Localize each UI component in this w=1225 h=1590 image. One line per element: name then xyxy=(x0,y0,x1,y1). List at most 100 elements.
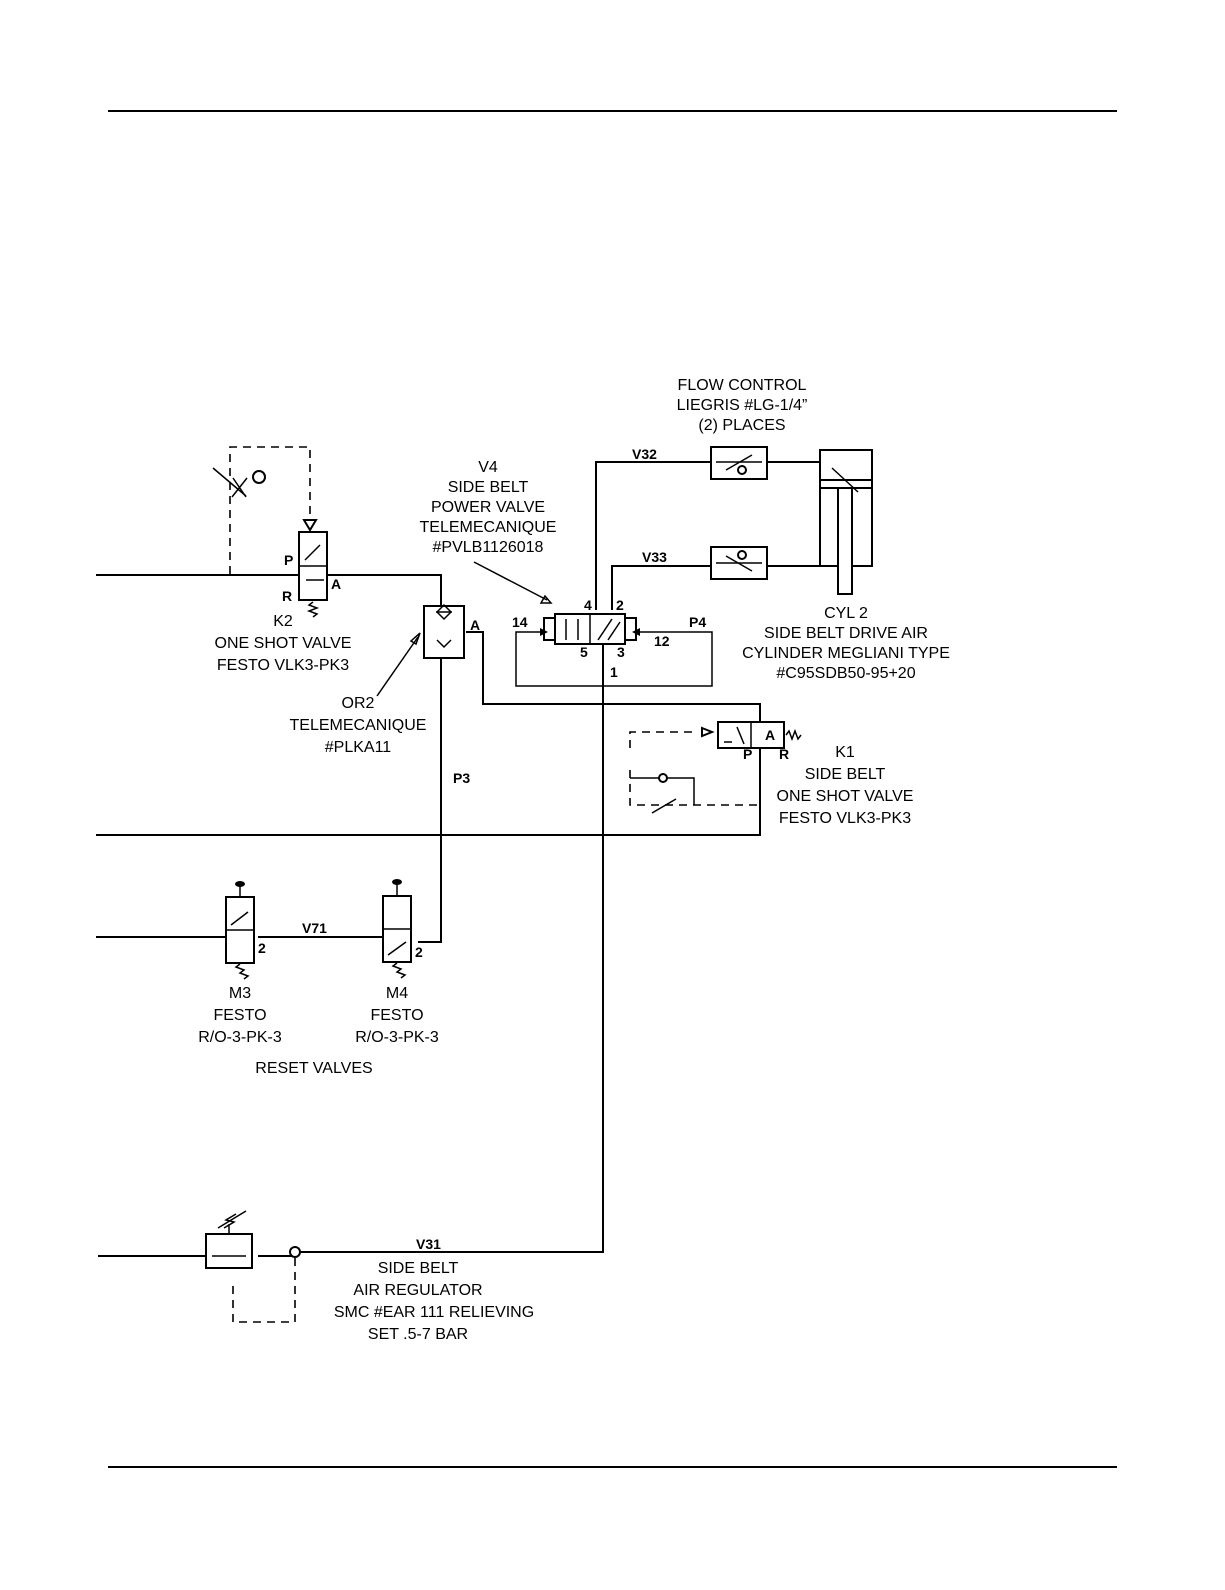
regulator-feedback-dash xyxy=(232,1258,296,1323)
m4-part: R/O-3-PK-3 xyxy=(355,1029,439,1046)
m4-spring-icon xyxy=(391,962,407,979)
m4-flow xyxy=(387,941,407,956)
k2-label: K2 xyxy=(273,613,293,630)
k1-restrictor-arrow xyxy=(651,798,677,814)
k1-part: FESTO VLK3-PK3 xyxy=(779,810,911,827)
line-v32 xyxy=(595,461,711,610)
line-or2-k1 xyxy=(466,631,761,722)
k2-pilot-arrow xyxy=(302,519,318,532)
v4-port-2: 2 xyxy=(616,597,624,613)
k2-valve: P R A xyxy=(212,446,341,618)
flow-control-2 xyxy=(710,546,768,580)
k1-pilot-dash xyxy=(629,731,698,748)
v4-label: V4 xyxy=(478,459,498,476)
or2-body xyxy=(423,605,465,659)
flow-control-1-arrow xyxy=(725,454,753,471)
v4-valve: 14 4 2 5 3 12 1 P4 xyxy=(512,597,706,680)
v4-pilot-arrow-right xyxy=(632,628,640,636)
m3-part: R/O-3-PK-3 xyxy=(198,1029,282,1046)
flow-control-2-check xyxy=(737,550,747,560)
flow-control-1 xyxy=(710,446,768,480)
m3-valve: 2 xyxy=(225,881,266,980)
line-pilot-loop xyxy=(515,631,713,687)
or2-leader-arrow xyxy=(409,632,421,646)
k1-label: K1 xyxy=(835,744,855,761)
k2-port-a: A xyxy=(331,576,341,592)
v4-leader xyxy=(473,561,548,601)
v4-pilot-left xyxy=(543,617,556,641)
v4-flow-d xyxy=(607,621,621,641)
cyl2-desc: SIDE BELT DRIVE AIR xyxy=(764,625,928,642)
m3-spring-icon xyxy=(234,963,250,980)
v4-pilot-right xyxy=(624,617,637,641)
k1-spring-icon xyxy=(785,728,802,742)
v4-desc-1: SIDE BELT xyxy=(448,479,529,496)
m3-button-icon xyxy=(235,881,245,887)
label-p3: P3 xyxy=(453,770,470,786)
k2-port-r: R xyxy=(282,588,292,604)
flow-control-part: LIEGRIS #LG-1/4” xyxy=(677,397,808,414)
regulator-adjust-arrow xyxy=(217,1210,247,1229)
m4-port-2: 2 xyxy=(415,944,423,960)
v4-port-3: 3 xyxy=(617,644,625,660)
k1-valve: A P R xyxy=(629,721,802,814)
regulator-desc: AIR REGULATOR xyxy=(353,1282,482,1299)
k1-flow xyxy=(736,726,745,745)
air-regulator: V31 xyxy=(205,1210,441,1323)
regulator-part: SMC #EAR 111 RELIEVING xyxy=(334,1304,534,1321)
m4-maker: FESTO xyxy=(370,1007,423,1024)
or2-desc: TELEMECANIQUE xyxy=(290,717,427,734)
m4-button-icon xyxy=(392,879,402,885)
cyl2-rod xyxy=(837,487,853,595)
k2-restrictor-arrow xyxy=(212,467,247,497)
k1-port-p: P xyxy=(743,746,752,762)
k2-pilot-dash xyxy=(229,446,311,574)
air-lines xyxy=(96,461,820,1257)
reset-valves-label: RESET VALVES xyxy=(255,1060,372,1077)
m3-maker: FESTO xyxy=(213,1007,266,1024)
v4-port-4: 4 xyxy=(584,597,592,613)
or2-seat-2 xyxy=(436,639,452,649)
m3-flow xyxy=(230,911,249,926)
line-v31 xyxy=(301,642,604,1253)
v4-part: #PVLB1126018 xyxy=(433,539,544,556)
cyl2-cushion xyxy=(831,467,859,493)
k1-desc: SIDE BELT xyxy=(805,766,886,783)
v4-port-1: 1 xyxy=(610,664,618,680)
cyl2-type: CYLINDER MEGLIANI TYPE xyxy=(742,645,950,662)
label-v32: V32 xyxy=(632,446,657,462)
v4-port-14: 14 xyxy=(512,614,528,630)
or2-leader xyxy=(376,636,419,697)
k1-pilot-arrow xyxy=(701,726,715,738)
v4-leader-arrow xyxy=(539,594,553,604)
regulator-label: SIDE BELT xyxy=(378,1260,459,1277)
k1-check-ball xyxy=(658,773,668,783)
m3-port-2: 2 xyxy=(258,940,266,956)
label-v71: V71 xyxy=(302,920,327,936)
cyl2-part: #C95SDB50-95+20 xyxy=(776,665,915,682)
k1-pilot-dash-2 xyxy=(629,770,760,806)
m4-valve: 2 xyxy=(382,879,423,979)
or2-part: #PLKA11 xyxy=(325,739,392,756)
k1-port-r: R xyxy=(779,746,789,762)
k2-spring-icon xyxy=(306,601,320,618)
k1-port-a: A xyxy=(765,727,775,743)
v4-flow-c xyxy=(597,618,613,641)
k1-check-line xyxy=(630,777,695,805)
flow-control-1-check xyxy=(737,465,747,475)
flow-control-2-arrow xyxy=(725,555,753,572)
k2-part: FESTO VLK3-PK3 xyxy=(217,657,349,674)
regulator-gauge-point xyxy=(289,1246,301,1258)
k2-flow xyxy=(304,544,321,561)
cyl2-cylinder xyxy=(819,449,873,595)
cyl2-label: CYL 2 xyxy=(824,605,868,622)
m3-label: M3 xyxy=(229,985,251,1002)
or2-port-a: A xyxy=(470,617,480,633)
flow-control-label: FLOW CONTROL xyxy=(678,377,807,394)
m4-label: M4 xyxy=(386,985,408,1002)
or2-shuttle-valve: A xyxy=(376,603,480,697)
v4-pilot-arrow-left xyxy=(540,628,548,636)
label-v33: V33 xyxy=(642,549,667,565)
